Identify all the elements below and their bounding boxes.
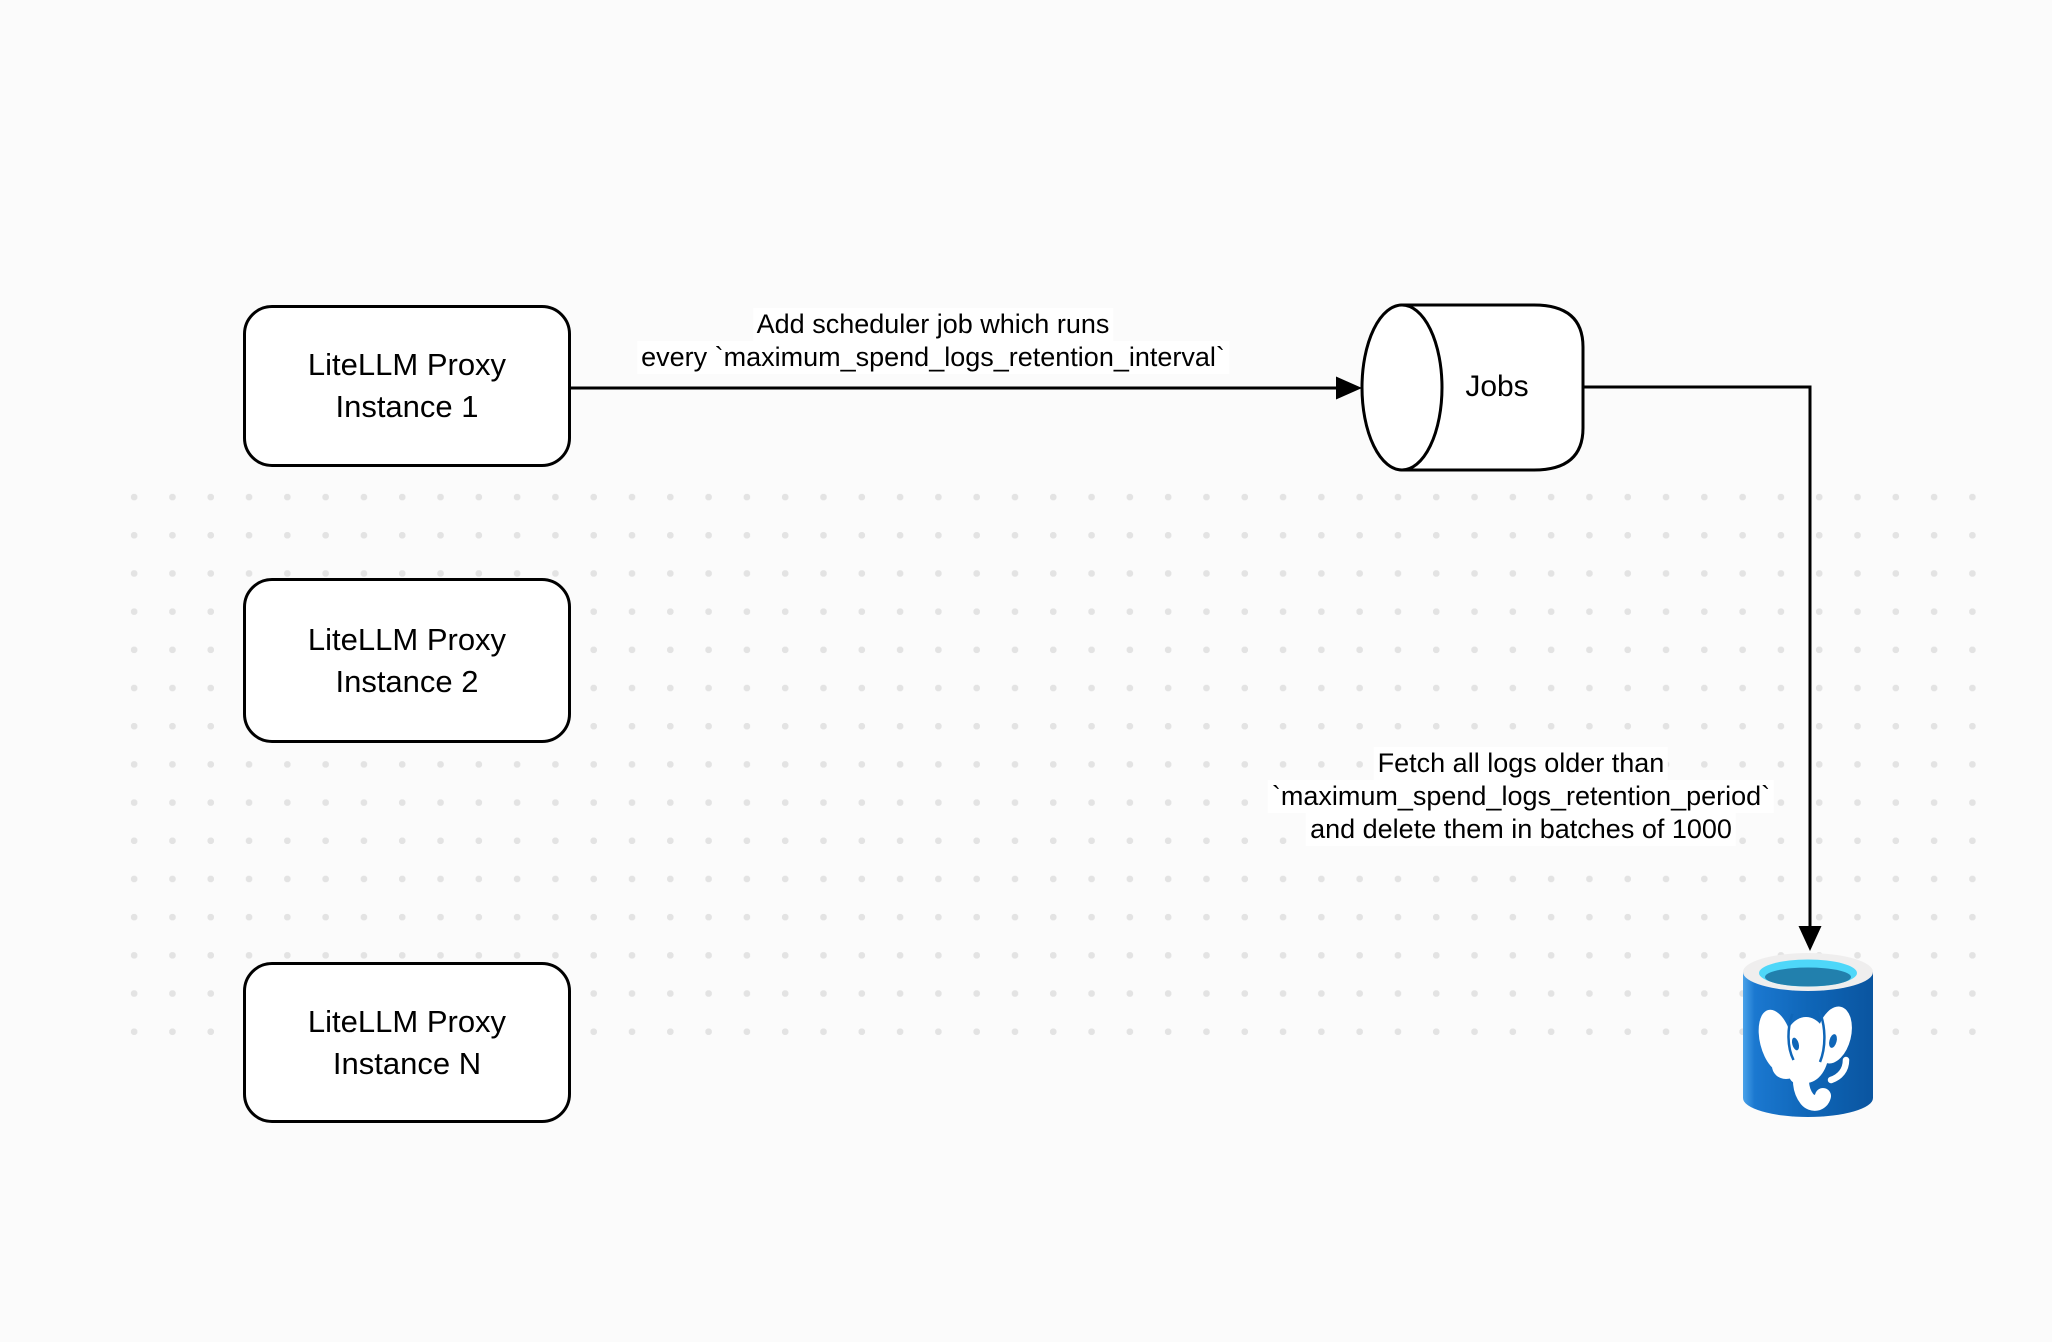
- edge-label-line: `maximum_spend_logs_retention_period`: [1267, 780, 1775, 813]
- edge-label-line: Add scheduler job which runs: [752, 308, 1114, 341]
- arrowhead-down-icon: [1798, 926, 1822, 951]
- node-litellm-proxy-instance-n[interactable]: LiteLLM Proxy Instance N: [243, 962, 571, 1123]
- node-litellm-proxy-instance-1[interactable]: LiteLLM Proxy Instance 1: [243, 305, 571, 467]
- node-label-line: Instance 1: [335, 389, 479, 424]
- node-label-line: Instance N: [332, 1045, 482, 1081]
- node-label-line: Instance 2: [335, 663, 479, 699]
- node-litellm-proxy-instance-2[interactable]: LiteLLM Proxy Instance 2: [243, 578, 571, 743]
- edge-label-line: and delete them in batches of 1000: [1306, 813, 1736, 846]
- edge-cleanup-arrow[interactable]: [1583, 385, 1822, 951]
- scheduler-edge-label: Add scheduler job which runs every `maxi…: [637, 308, 1229, 374]
- cleanup-edge-label: Fetch all logs older than `maximum_spend…: [1267, 747, 1775, 846]
- postgresql-database-icon[interactable]: [1743, 953, 1873, 1117]
- postgres-elephant-icon: [1758, 1006, 1852, 1111]
- node-label-line: LiteLLM Proxy: [307, 621, 507, 657]
- edge-label-line: Fetch all logs older than: [1373, 747, 1669, 780]
- edge-scheduler-arrow[interactable]: [571, 376, 1362, 400]
- db-opening-dark: [1765, 967, 1851, 987]
- node-label-line: LiteLLM Proxy: [307, 1003, 507, 1039]
- node-label-line: LiteLLM Proxy: [307, 347, 507, 382]
- jobs-queue-label: Jobs: [1465, 370, 1529, 403]
- edge-label-line: every `maximum_spend_logs_retention_inte…: [637, 341, 1229, 374]
- node-jobs-queue[interactable]: [1360, 303, 1585, 472]
- arrowhead-right-icon: [1336, 376, 1362, 400]
